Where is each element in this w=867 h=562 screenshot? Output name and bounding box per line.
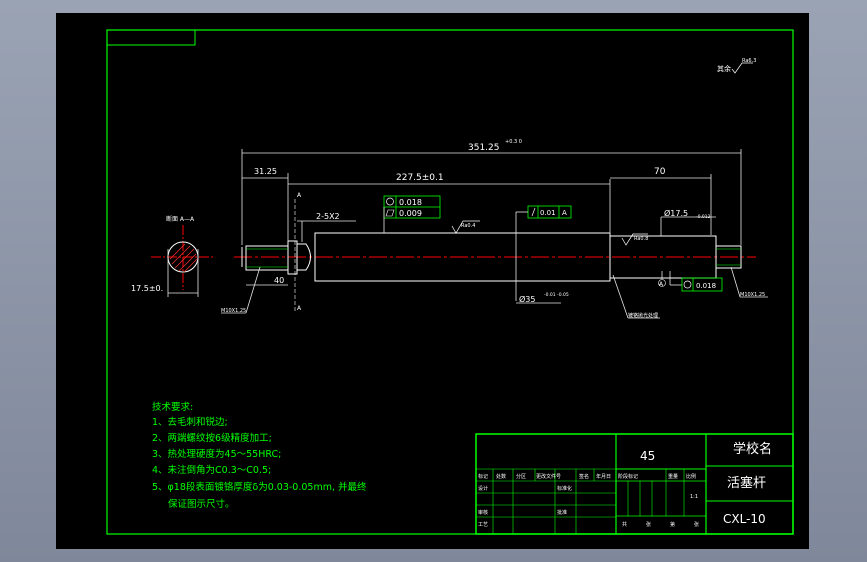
datum-marker: A — [658, 271, 666, 288]
cut-label-top: A — [297, 192, 302, 199]
tol-round-right: 0.018 — [696, 282, 716, 290]
plating-callout: 镀铬抛光处理 — [612, 274, 660, 319]
lbl-review: 审核 — [478, 509, 488, 516]
lbl-sheet-no: 第 — [670, 521, 675, 528]
left-thread-callout: M10X1.25 — [221, 266, 261, 314]
dim-70: 70 — [610, 167, 712, 235]
dim-40-text: 40 — [274, 276, 284, 285]
tech-item-1: 1、去毛刺和锐边; — [152, 416, 228, 428]
dim-phi35: Ø35 -0.01 -0.05 — [515, 281, 569, 304]
tol-round-left: 0.018 — [399, 198, 422, 207]
thread-lines — [246, 248, 741, 268]
part-name: 活塞杆 — [727, 475, 766, 491]
cut-label-bottom: A — [297, 305, 302, 312]
datum-label: A — [659, 281, 664, 288]
roughness-r1: Ra0.4 — [451, 220, 480, 234]
tech-requirements: 技术要求: 1、去毛刺和锐边; 2、两端螺纹按6级精度加工; 3、热处理硬度为4… — [152, 401, 367, 510]
roughness-r2: Ra0.8 — [621, 233, 648, 246]
dim-2275: 227.5±0.1 — [288, 173, 611, 235]
lbl-process: 工艺 — [478, 522, 488, 528]
section-label: 断面 A—A — [166, 215, 195, 223]
phi175-tol: -0.012 — [696, 214, 711, 220]
tech-title: 技术要求: — [152, 401, 193, 413]
tech-item-4: 4、未注倒角为C0.3～C0.5; — [152, 464, 271, 476]
lbl-sheet-unit2: 张 — [694, 521, 699, 528]
drawing-number: CXL-10 — [723, 512, 766, 526]
phi35-tol: -0.01 -0.05 — [544, 292, 569, 298]
dim-overall: 351.25 +0.3 0 — [241, 139, 742, 245]
hdr-date: 年月日 — [596, 473, 611, 480]
lbl-scale: 比例 — [686, 473, 696, 480]
left-thread: M10X1.25 — [221, 308, 246, 314]
tol-datum-mid: A — [562, 209, 567, 217]
dim-2275-text: 227.5±0.1 — [396, 173, 444, 183]
dim-40: 40 — [246, 276, 288, 286]
overall-tol: +0.3 0 — [505, 139, 522, 145]
tolerance-frame-left: 0.018 0.009 — [383, 195, 441, 233]
dim-3125-text: 31.25 — [254, 167, 277, 176]
school-name: 学校名 — [733, 441, 772, 457]
rough-text-2: Ra0.8 — [634, 236, 648, 242]
lbl-sheet-unit1: 张 — [646, 521, 651, 528]
title-block: 45 学校名 活塞杆 CXL-10 标记 处数 分区 更改文件号 签名 年月日 … — [475, 433, 794, 535]
groove-text: 2-5X2 — [316, 212, 340, 221]
phi175-text: Ø17.5 — [664, 208, 688, 218]
tech-item-5: 5、φ18段表面镀铬厚度δ为0.03-0.05mm, 并最终 — [152, 481, 367, 493]
dim-70-text: 70 — [654, 167, 666, 177]
right-thread: M10X1.25 — [740, 292, 765, 298]
cut-markers: A A — [294, 192, 302, 313]
section-dim: 17.5±0. — [131, 284, 163, 293]
dim-3125: 31.25 — [242, 167, 289, 241]
tolerance-frame-right: 0.018 — [669, 271, 723, 292]
lbl-weight: 重量 — [668, 473, 678, 480]
hdr-count: 处数 — [496, 473, 506, 480]
lbl-approve: 批准 — [557, 509, 567, 516]
section-view: 断面 A—A 17.5±0. — [131, 215, 199, 297]
shaft-outline — [241, 232, 742, 282]
hdr-changeno: 更改文件号 — [536, 473, 561, 480]
drawing-frame — [106, 29, 794, 535]
tech-item-2: 2、两端螺纹按6级精度加工; — [152, 432, 272, 444]
rest-label: 其余 — [717, 64, 731, 73]
plating-text: 镀铬抛光处理 — [628, 312, 658, 319]
tol-cyl-left: 0.009 — [399, 209, 422, 218]
material: 45 — [640, 449, 655, 463]
rough-text-1: Ra0.4 — [461, 223, 475, 229]
groove-callout: 2-5X2 — [297, 212, 356, 242]
lbl-design: 设计 — [478, 485, 488, 492]
drawing-canvas[interactable]: 其余 Ra6.3 断面 A—A 17. — [56, 13, 809, 549]
tolerance-frame-mid: 0.01 A — [515, 205, 572, 281]
tech-item-6: 保证图示尺寸。 — [168, 498, 235, 510]
hdr-zone: 分区 — [516, 473, 526, 480]
tol-flat-mid: 0.01 — [540, 209, 556, 217]
code-box — [106, 29, 196, 46]
dim-phi175: Ø17.5 -0.012 — [660, 208, 716, 236]
phi35-text: Ø35 — [519, 294, 535, 304]
hdr-sign: 签名 — [579, 473, 589, 480]
tech-item-3: 3、热处理硬度为45～55HRC; — [152, 448, 281, 460]
lbl-sheet-total: 共 — [622, 521, 627, 528]
scale-value: 1:1 — [690, 494, 698, 500]
lbl-standard: 标准化 — [557, 485, 572, 492]
default-roughness-note: 其余 Ra6.3 — [717, 58, 756, 74]
hdr-mark: 标记 — [478, 473, 488, 480]
right-thread-callout: M10X1.25 — [730, 266, 768, 298]
lbl-stage: 阶段标记 — [618, 473, 638, 480]
overall-length: 351.25 — [468, 143, 500, 153]
rest-roughness: Ra6.3 — [742, 58, 756, 64]
